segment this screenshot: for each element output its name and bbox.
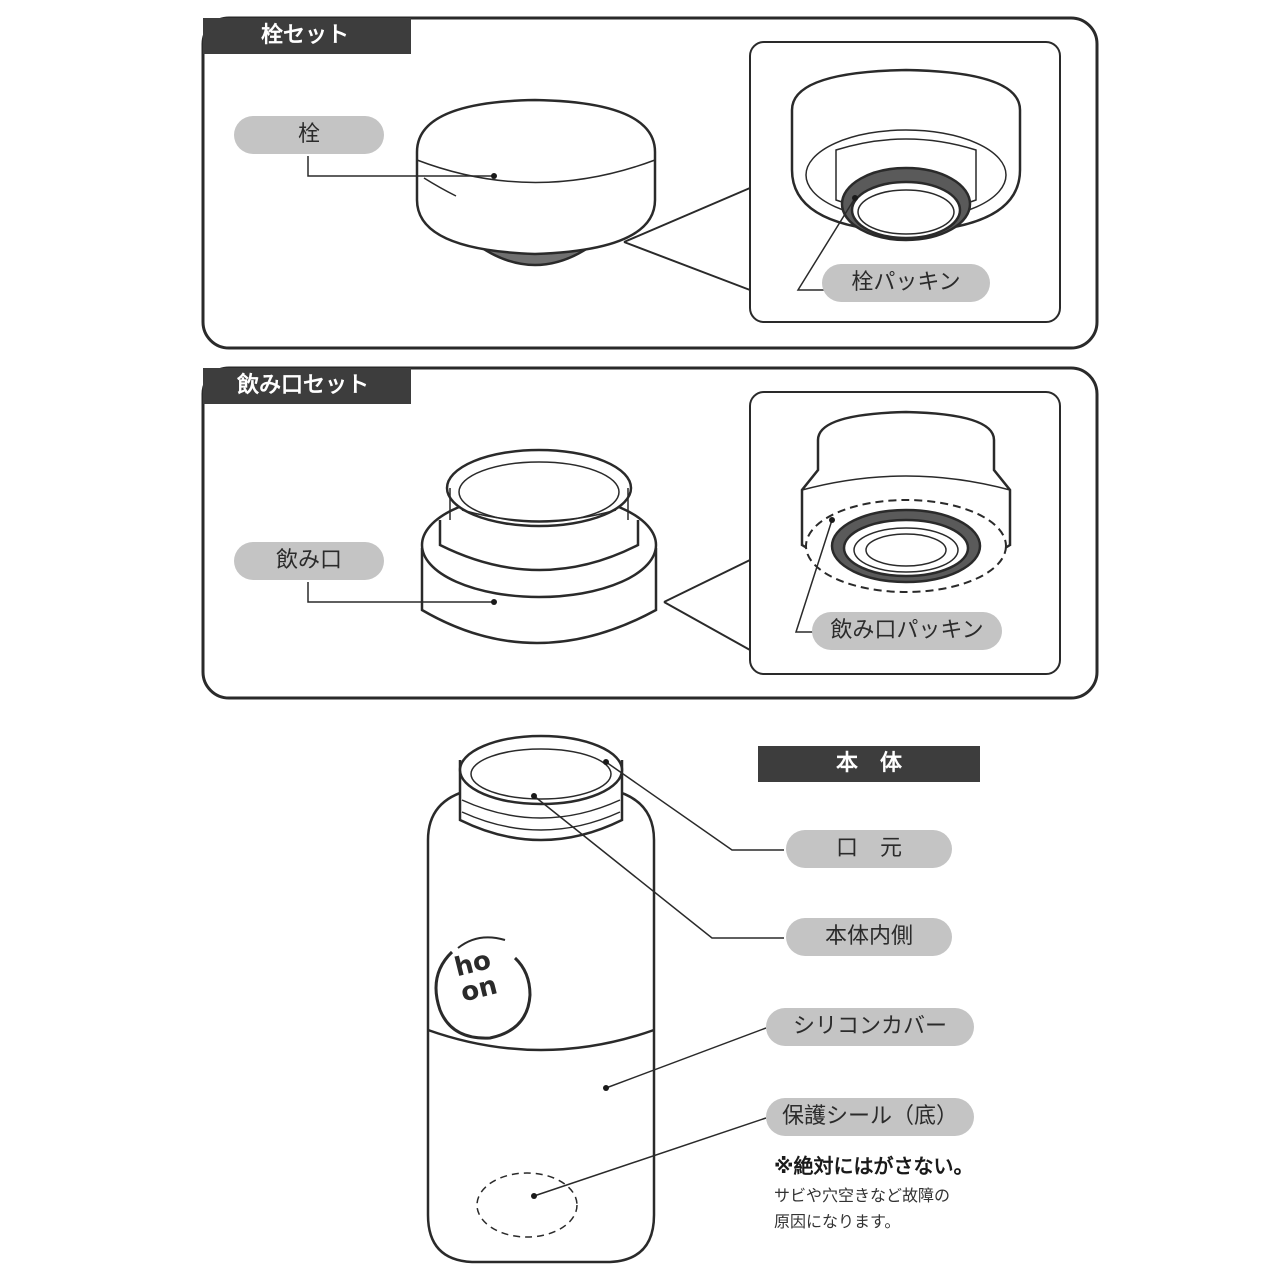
plug-label: 栓 <box>234 116 384 154</box>
plug-set-title: 栓セット <box>203 18 411 54</box>
plug-gasket-label: 栓パッキン <box>822 264 990 302</box>
inner-body-label: 本体内側 <box>786 918 952 956</box>
note-line-1: サビや穴空きなど故障の <box>774 1186 951 1205</box>
mouthpiece-underside-illustration <box>800 410 1012 593</box>
plug-underside-illustration <box>790 68 1022 242</box>
bottle-illustration <box>426 734 656 1264</box>
body-title: 本 体 <box>758 746 980 782</box>
plug-set-panel <box>201 16 1099 350</box>
mouth-set-title: 飲み口セット <box>203 368 411 404</box>
protective-seal-label: 保護シール（底） <box>766 1098 974 1136</box>
mouthpiece-illustration <box>420 448 658 645</box>
mouthpiece-label: 飲み口 <box>234 542 384 580</box>
silicone-cover-label: シリコンカバー <box>766 1008 974 1046</box>
mouthpiece-gasket-label: 飲み口パッキン <box>812 612 1002 650</box>
leader-lines <box>307 156 856 1197</box>
mouth-rim-label: 口 元 <box>786 830 952 868</box>
hoon-logo-mark <box>434 936 532 1040</box>
plug-illustration <box>415 98 657 267</box>
mouth-set-panel <box>201 366 1099 700</box>
warning-text: ※絶対にはがさない。 <box>774 1154 974 1178</box>
leader-dots <box>491 173 858 1199</box>
note-line-2: 原因になります。 <box>774 1212 901 1231</box>
